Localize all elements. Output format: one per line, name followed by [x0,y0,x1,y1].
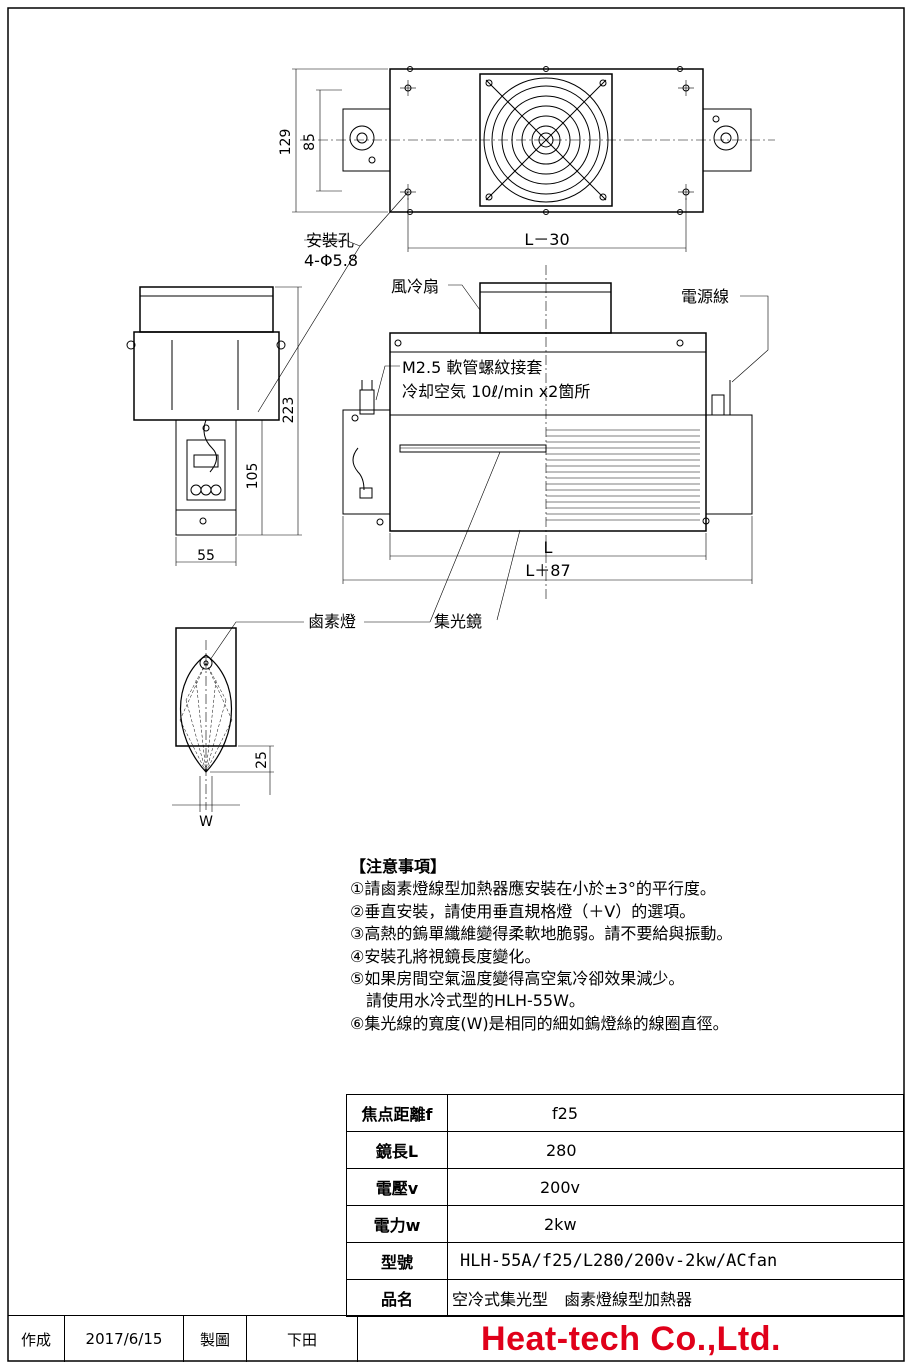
spec-value-text: 200v [540,1177,581,1197]
spec-value: 2kw [447,1205,904,1243]
top-view [292,66,775,252]
label-fan: 風冷扇 [391,277,439,296]
notes-block: 【注意事項】 ①請鹵素燈線型加熱器應安裝在小於±3°的平行度。 ②垂直安裝，請使… [350,856,890,1035]
note-item: ①請鹵素燈線型加熱器應安裝在小於±3°的平行度。 [350,879,716,899]
title-block: 作成 2017/6/15 製圖 下田 Heat-tech Co.,Ltd. [8,1315,904,1362]
spec-value-text: 280 [546,1140,577,1160]
note-item: ⑥集光線的寬度(W)是相同的細如鎢燈絲的線圈直徑。 [350,1013,729,1033]
spec-key: 品名 [346,1279,448,1317]
company-logo: Heat-tech Co.,Ltd. [481,1319,781,1358]
note-item: ④安裝孔將視鏡長度變化。 [350,946,541,966]
spec-key: 電力w [346,1205,448,1243]
spec-row: 品名 空冷式集光型 鹵素燈線型加熱器 [346,1279,904,1317]
front-view [342,265,753,600]
spec-table: 焦点距離f f25 鏡長L 280 電壓v 200v 電力w 2kw 型號 HL… [346,1094,904,1317]
spec-value: 200v [447,1168,904,1206]
spec-key: 電壓v [346,1168,448,1206]
dim-105: 105 [245,463,261,490]
spec-value: HLH-55A/f25/L280/200v-2kw/ACfan [447,1242,904,1280]
label-power-cable: 電源線 [681,287,729,306]
note-item: ③高熱的鎢單纖維變得柔軟地脆弱。請不要給與振動。 [350,924,733,944]
notes-title: 【注意事項】 [350,857,447,876]
dim-l-minus-30: L－30 [524,230,569,249]
created-label: 作成 [8,1316,65,1362]
label-reflector: 集光鏡 [434,612,482,631]
reflector-section [172,627,274,812]
spec-value: f25 [447,1094,904,1132]
spec-value-text: HLH-55A/f25/L280/200v-2kw/ACfan [460,1251,778,1271]
dim-l: L [544,538,553,557]
drawn-label: 製圖 [184,1316,247,1362]
spec-value: 空冷式集光型 鹵素燈線型加熱器 [447,1279,904,1317]
dim-85: 85 [302,133,318,151]
spec-row: 鏡長L 280 [346,1131,904,1169]
note-item: ②垂直安裝，請使用垂直規格燈（＋V）的選項。 [350,901,696,921]
dim-55: 55 [197,548,215,564]
dim-223: 223 [281,397,297,424]
spec-row: 焦点距離f f25 [346,1094,904,1132]
drafter-name: 下田 [247,1316,358,1362]
dim-25: 25 [254,751,270,769]
end-view [126,286,302,566]
spec-key: 焦点距離f [346,1094,448,1132]
dim-129: 129 [278,129,294,156]
created-date: 2017/6/15 [65,1316,184,1362]
dim-w: W [199,814,213,830]
label-mounting-hole: 安裝孔 [306,231,354,250]
label-cooling-air: 冷却空気 10ℓ/min x2箇所 [402,382,590,401]
spec-row: 型號 HLH-55A/f25/L280/200v-2kw/ACfan [346,1242,904,1280]
spec-key: 型號 [346,1242,448,1280]
note-item: 請使用水冷式型的HLH-55W。 [350,991,585,1011]
spec-value-text: 空冷式集光型 鹵素燈線型加熱器 [452,1290,693,1309]
label-halogen-lamp: 鹵素燈 [308,612,356,631]
spec-value-text: 2kw [544,1214,577,1234]
label-hose-fitting: M2.5 軟管螺紋接套 [402,358,542,377]
label-mounting-hole-spec: 4-Φ5.8 [304,251,358,270]
spec-value-text: f25 [552,1103,578,1123]
spec-row: 電力w 2kw [346,1205,904,1243]
dim-l-plus-87: L＋87 [525,561,570,580]
spec-value: 280 [447,1131,904,1169]
note-item: ⑤如果房間空氣溫度變得高空氣冷卻效果減少。 [350,969,685,989]
fan-icon [479,73,613,207]
spec-row: 電壓v 200v [346,1168,904,1206]
spec-key: 鏡長L [346,1131,448,1169]
